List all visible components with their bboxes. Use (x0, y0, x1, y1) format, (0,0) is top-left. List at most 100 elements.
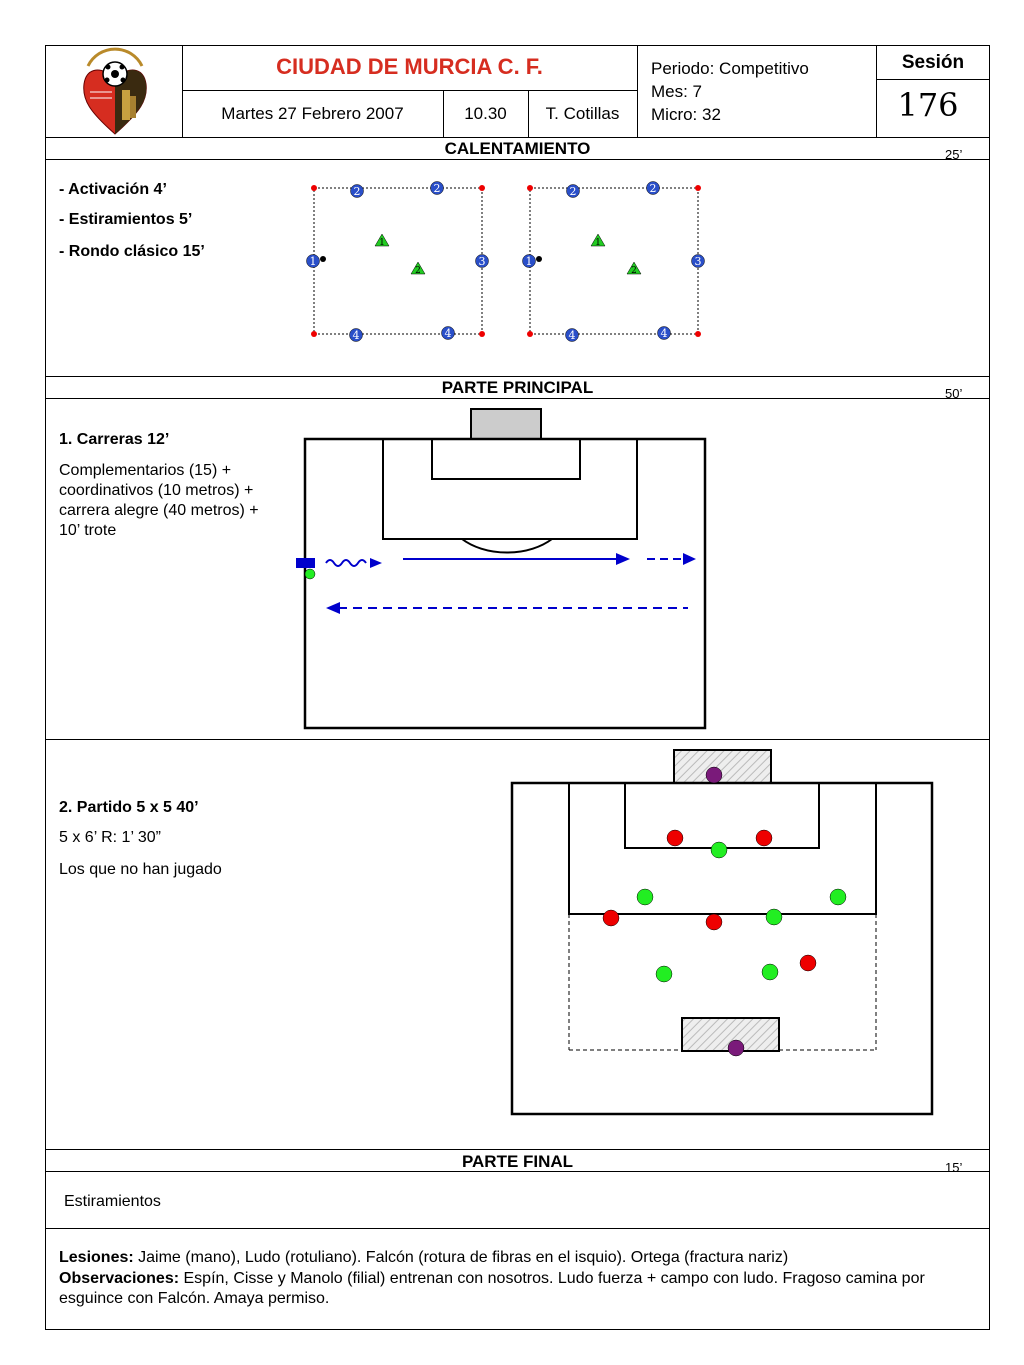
rondo-diagram-right: 2 2 1 3 4 4 1 2 (522, 181, 705, 342)
player-marker-red (705, 913, 723, 931)
player-marker-green (829, 888, 847, 906)
svg-text:2: 2 (354, 185, 361, 198)
calentamiento-duration: 25’ (945, 147, 963, 162)
calentamiento-title: CALENTAMIENTO (444, 139, 591, 158)
goalkeeper-marker (727, 1039, 745, 1057)
mes-label: Mes: 7 (651, 82, 703, 101)
svg-text:2: 2 (631, 266, 637, 276)
player-marker-green (636, 888, 654, 906)
player-marker: 1 (306, 254, 320, 268)
parte-final-duration: 15’ (945, 1160, 963, 1175)
session-number: 176 (897, 86, 959, 124)
svg-text:4: 4 (445, 327, 452, 340)
section-divider (45, 159, 990, 160)
player-marker: 2 (566, 184, 580, 198)
session-date: Martes 27 Febrero 2007 (221, 104, 404, 123)
player-marker: 4 (349, 328, 363, 342)
player-marker: 1 (522, 254, 536, 268)
parte-principal-duration: 50’ (945, 386, 963, 401)
section-divider (45, 398, 990, 399)
running-drill-field (296, 408, 707, 730)
svg-text:4: 4 (569, 329, 576, 342)
exercise2-line1: 5 x 6’ R: 1’ 30” (59, 829, 161, 846)
header-divider (876, 79, 990, 80)
player-marker: 4 (565, 328, 579, 342)
svg-text:3: 3 (695, 255, 702, 268)
start-cone-marker (296, 558, 315, 568)
lesiones-note: Lesiones: Jaime (mano), Ludo (rotuliano)… (59, 1248, 979, 1268)
player-marker: 2 (430, 181, 444, 195)
warmup-item-rondo: - Rondo clásico 15’ (59, 243, 205, 260)
ball-icon (320, 256, 326, 262)
club-name: CIUDAD DE MURCIA C. F. (276, 54, 543, 79)
header-divider (182, 45, 183, 137)
svg-text:2: 2 (570, 185, 577, 198)
section-divider (45, 1149, 990, 1150)
header-divider (528, 90, 529, 137)
svg-text:3: 3 (479, 255, 486, 268)
section-divider (45, 376, 990, 377)
player-marker (304, 568, 316, 580)
observaciones-note: Observaciones: Espín, Cisse y Manolo (fi… (59, 1269, 979, 1309)
svg-text:4: 4 (661, 327, 668, 340)
section-divider (45, 1171, 990, 1172)
warmup-item-activacion: - Activación 4’ (59, 181, 167, 198)
lesiones-text: Jaime (mano), Ludo (rotuliano). Falcón (… (133, 1249, 789, 1266)
svg-text:1: 1 (595, 238, 601, 248)
player-marker-green (710, 841, 728, 859)
section-divider (45, 1228, 990, 1229)
observaciones-label: Observaciones: (59, 1270, 180, 1287)
lesiones-label: Lesiones: (59, 1249, 134, 1266)
player-marker: 4 (441, 326, 455, 340)
goalkeeper-marker (705, 766, 723, 784)
player-marker: 3 (475, 254, 489, 268)
player-marker-red (602, 909, 620, 927)
ball-icon (536, 256, 542, 262)
exercise1-description: Complementarios (15) + coordinativos (10… (59, 462, 259, 539)
club-crest-logo (83, 47, 147, 135)
svg-text:4: 4 (353, 329, 360, 342)
zigzag-run-arrow (325, 559, 367, 567)
micro-label: Micro: 32 (651, 105, 721, 124)
svg-text:1: 1 (379, 238, 385, 248)
periodo-label: Periodo: Competitivo (651, 59, 809, 78)
header-bottom-line (45, 137, 990, 138)
defender-triangle: 2 (410, 261, 426, 276)
session-time: 10.30 (464, 104, 507, 123)
player-marker: 2 (646, 181, 660, 195)
svg-text:1: 1 (526, 255, 533, 268)
header-divider (876, 45, 877, 137)
exercise-divider (45, 739, 990, 740)
defender-triangle: 1 (590, 233, 606, 248)
player-marker-red (799, 954, 817, 972)
header-divider (637, 45, 638, 137)
header-divider (182, 90, 637, 91)
defender-triangle: 1 (374, 233, 390, 248)
player-marker: 3 (691, 254, 705, 268)
match-field (510, 749, 934, 1116)
player-marker-red (666, 829, 684, 847)
rondo-diagram-left: 2 2 1 3 4 4 1 2 (306, 181, 489, 342)
parte-final-title: PARTE FINAL (461, 1152, 574, 1171)
player-marker: 4 (657, 326, 671, 340)
player-marker-green (761, 963, 779, 981)
session-coach: T. Cotillas (545, 104, 620, 123)
exercise2-line2: Los que no han jugado (59, 861, 222, 878)
svg-text:2: 2 (415, 266, 421, 276)
player-marker: 2 (350, 184, 364, 198)
observaciones-text: Espín, Cisse y Manolo (filial) entrenan … (59, 1270, 925, 1307)
svg-text:2: 2 (434, 182, 441, 195)
svg-text:2: 2 (650, 182, 657, 195)
parte-principal-title: PARTE PRINCIPAL (441, 378, 594, 397)
svg-text:1: 1 (310, 255, 317, 268)
exercise1-title: 1. Carreras 12’ (59, 431, 170, 448)
player-marker-green (655, 965, 673, 983)
session-sheet (45, 45, 990, 1330)
defender-triangle: 2 (626, 261, 642, 276)
player-marker-green (765, 908, 783, 926)
parte-final-text: Estiramientos (64, 1193, 161, 1210)
session-label: Sesión (901, 52, 965, 73)
exercise2-title: 2. Partido 5 x 5 40’ (59, 799, 199, 816)
player-marker-red (755, 829, 773, 847)
warmup-item-estiramientos: - Estiramientos 5’ (59, 211, 193, 228)
